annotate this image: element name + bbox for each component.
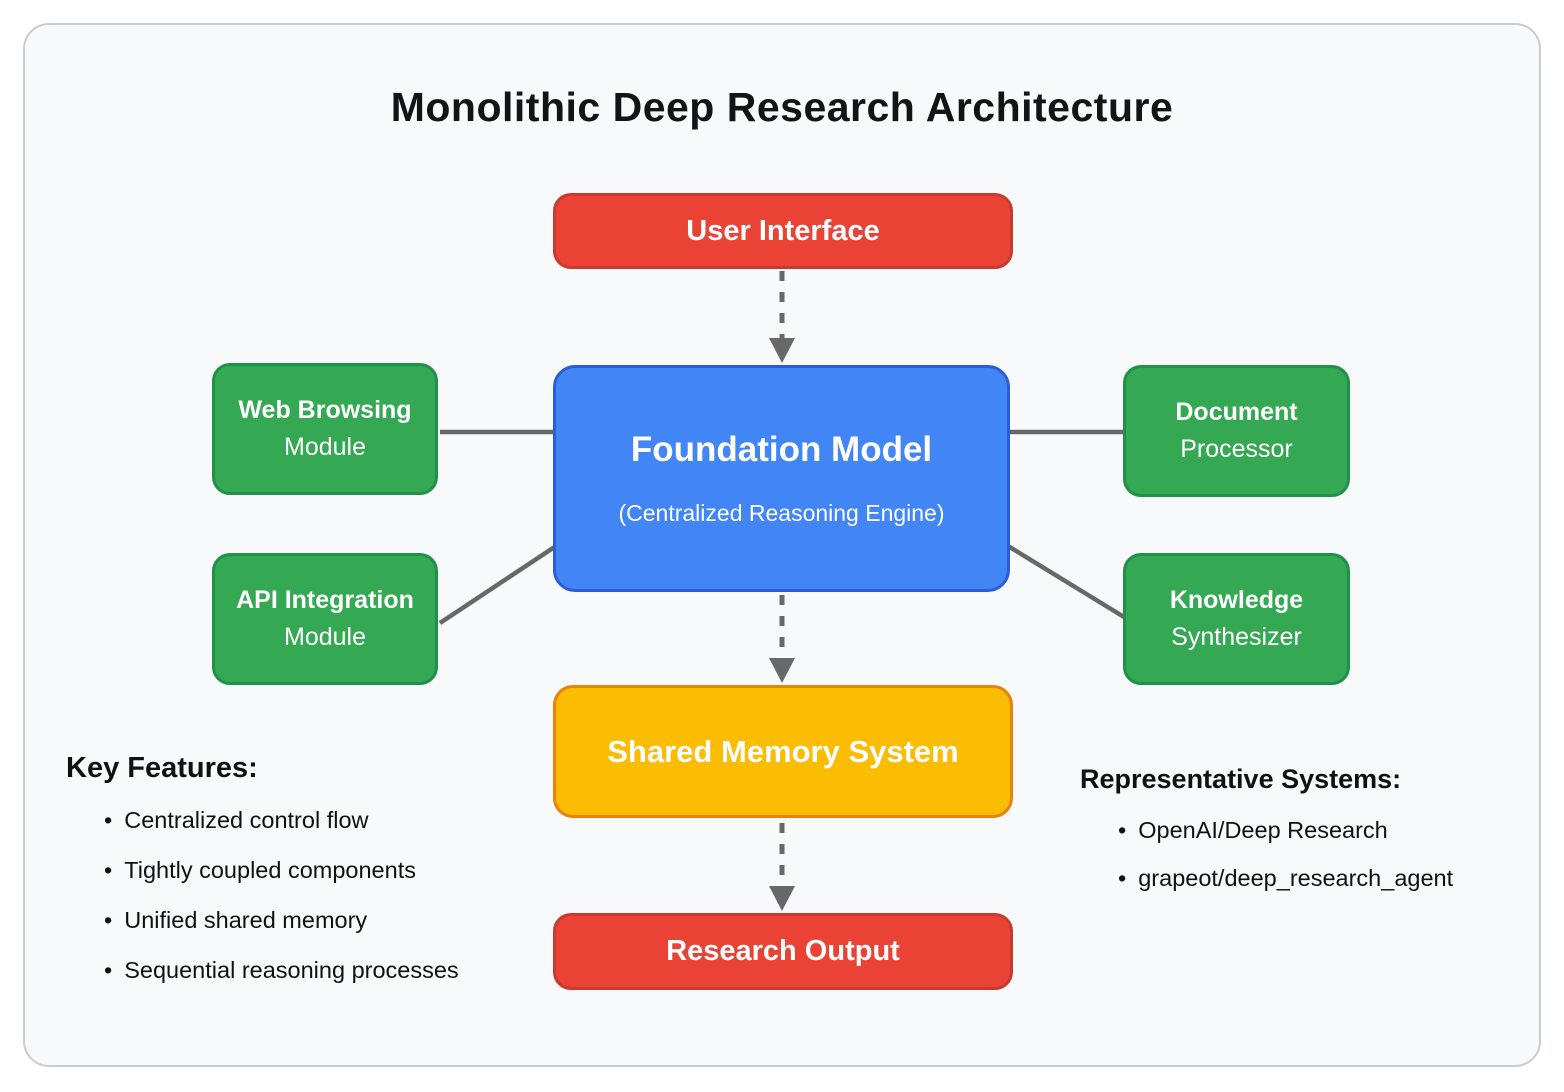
- foundation-model-label: Foundation Model: [630, 430, 933, 469]
- user-interface-label: User Interface: [686, 214, 880, 247]
- document-processor-sublabel: Processor: [1180, 435, 1293, 463]
- node-user-interface: User Interface: [553, 193, 1013, 269]
- node-shared-memory-system: Shared Memory System: [553, 685, 1013, 818]
- key-feature-item: Tightly coupled components: [104, 857, 459, 884]
- api-integration-label: API Integration: [236, 585, 414, 614]
- foundation-model-sublabel: (Centralized Reasoning Engine): [618, 500, 945, 526]
- shared-memory-label: Shared Memory System: [607, 733, 959, 769]
- document-processor-label: Document: [1175, 397, 1298, 426]
- knowledge-synthesizer-label: Knowledge: [1169, 585, 1304, 614]
- representative-systems-block: Representative Systems: OpenAI/Deep Rese…: [1080, 764, 1453, 913]
- node-foundation-model: Foundation Model (Centralized Reasoning …: [553, 365, 1010, 592]
- web-browsing-label: Web Browsing: [238, 395, 412, 424]
- key-features-heading: Key Features:: [66, 752, 258, 784]
- knowledge-synthesizer-sublabel: Synthesizer: [1171, 623, 1302, 651]
- node-knowledge-synthesizer: Knowledge Synthesizer: [1123, 553, 1350, 685]
- key-features-block: Key Features: Centralized control flow T…: [66, 752, 459, 1007]
- key-features-list: Centralized control flow Tightly coupled…: [66, 807, 459, 984]
- key-feature-item: Unified shared memory: [104, 907, 459, 934]
- api-integration-sublabel: Module: [284, 623, 366, 651]
- diagram-title: Monolithic Deep Research Architecture: [390, 84, 1174, 130]
- node-web-browsing-module: Web Browsing Module: [212, 363, 438, 495]
- node-research-output: Research Output: [553, 913, 1013, 990]
- representative-systems-heading: Representative Systems:: [1080, 764, 1402, 794]
- key-feature-item: Sequential reasoning processes: [104, 957, 458, 984]
- web-browsing-sublabel: Module: [284, 433, 366, 461]
- representative-system-item: grapeot/deep_research_agent: [1118, 865, 1453, 892]
- representative-systems-list: OpenAI/Deep Research grapeot/deep_resear…: [1080, 817, 1453, 892]
- node-document-processor: Document Processor: [1123, 365, 1350, 497]
- node-api-integration-module: API Integration Module: [212, 553, 438, 685]
- representative-system-item: OpenAI/Deep Research: [1118, 817, 1453, 844]
- key-feature-item: Centralized control flow: [104, 807, 459, 834]
- research-output-label: Research Output: [666, 935, 900, 967]
